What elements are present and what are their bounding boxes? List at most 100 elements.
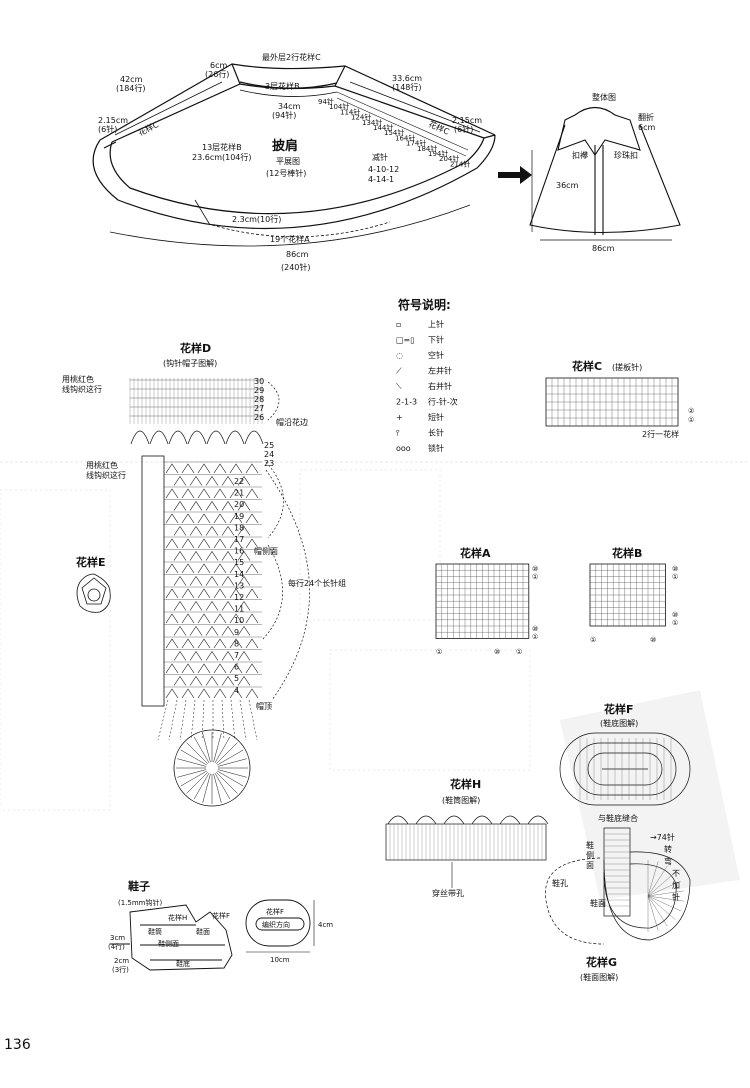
- label-dec-2: 4-14-1: [368, 175, 394, 184]
- hat-row-number: 25: [264, 441, 274, 450]
- pattern-d-per-row: 每行24个长针组: [288, 578, 346, 588]
- h-fan: [443, 815, 465, 825]
- pattern-g-sub: (鞋面图解): [580, 972, 618, 982]
- pattern-b-mark-4: ①: [672, 619, 678, 627]
- hat-v-group: [165, 638, 179, 649]
- legend-label: 左并针: [428, 366, 452, 376]
- shoe-f: 花样F: [212, 911, 230, 920]
- h-fan: [471, 815, 493, 825]
- hat-fan: [168, 430, 188, 445]
- hat-v-group: [189, 475, 203, 486]
- hat-v-group: [229, 688, 243, 699]
- hat-v-group: [221, 475, 235, 486]
- label-outer-c: 最外层2行花样C: [262, 52, 321, 62]
- hat-v-group: [189, 525, 203, 536]
- pattern-b-mark-1: ⑩: [672, 565, 678, 573]
- pattern-b: 花样B ⑩ ① ⑩ ① ① ⑩: [589, 546, 678, 644]
- stitch-count-label: 154针: [384, 128, 404, 137]
- crown-spoke: [213, 733, 222, 763]
- hat-v-group: [181, 613, 195, 624]
- hat-leg: [239, 699, 247, 741]
- hat-v-group: [173, 650, 187, 661]
- hat-v-group: [245, 538, 259, 549]
- pattern-d-sub: (钩针帽子图解): [163, 358, 217, 368]
- pattern-h: 花样H (鞋筒图解) 穿丝带孔: [385, 777, 549, 898]
- label-right-336: 33.6cm: [392, 74, 422, 83]
- hat-v-group: [189, 500, 203, 511]
- hat-row-number: 16: [234, 547, 244, 556]
- pattern-d: 花样D (钩针帽子图解) 用桃红色 线钩织这行 用桃红色 线钩织这行 帽沿花边 …: [62, 341, 346, 807]
- shoe-sole-dir: 编织方向: [262, 920, 290, 929]
- pattern-g-title: 花样G: [586, 955, 617, 969]
- hat-v-group: [229, 513, 243, 524]
- hat-v-group: [173, 625, 187, 636]
- label-layer-b: 3层花样B: [265, 81, 300, 91]
- cape-dimension-lines: [109, 81, 481, 247]
- pattern-c-title: 花样C: [572, 359, 602, 373]
- g-spoke: [647, 865, 668, 897]
- hat-v-group: [189, 550, 203, 561]
- hat-v-group: [173, 600, 187, 611]
- hat-v-group: [197, 538, 211, 549]
- hat-row-number: 6: [234, 663, 239, 672]
- pattern-a-title: 花样A: [460, 546, 491, 560]
- hat-v-group: [245, 513, 259, 524]
- legend-symbol: □=▯: [396, 336, 415, 345]
- hat-v-group: [181, 488, 195, 499]
- hat-row-number: 20: [234, 500, 244, 509]
- pattern-f-seam: 与鞋底缝合: [598, 813, 638, 823]
- pattern-c-row1: ①: [688, 416, 694, 424]
- hat-row-number: 24: [264, 450, 274, 459]
- shoe-c2r: (3行): [112, 965, 129, 974]
- pattern-g-face: 鞋面: [590, 898, 606, 908]
- label-left-184: (184行): [116, 83, 146, 93]
- hat-v-group: [229, 638, 243, 649]
- legend-label: 下针: [428, 335, 444, 345]
- cape-flat-diagram: [92, 63, 496, 230]
- overall-width: 86cm: [592, 244, 615, 253]
- hat-row-number: 17: [234, 535, 244, 544]
- legend-label: 短针: [428, 412, 444, 422]
- g-spoke: [647, 872, 676, 897]
- stitch-count-label: 94针: [318, 97, 334, 106]
- legend-symbol: ⟋: [396, 367, 402, 376]
- shoe-c2: 2cm: [114, 957, 129, 965]
- hat-v-group: [213, 488, 227, 499]
- legend-symbol: ⫯: [395, 429, 399, 438]
- crown-spoke: [180, 770, 207, 787]
- overall-fold-6: 6cm: [638, 123, 655, 132]
- hat-v-group: [205, 650, 219, 661]
- hat-v-group: [229, 463, 243, 474]
- shoe-side: 鞋侧面: [158, 939, 179, 948]
- h-fan: [499, 815, 521, 825]
- hat-v-group: [197, 613, 211, 624]
- hat-v-group: [181, 538, 195, 549]
- legend-label: 锁针: [428, 443, 444, 453]
- legend-symbol: ⟍: [396, 382, 402, 391]
- hat-v-group: [165, 463, 179, 474]
- label-mid-34: 34cm: [278, 102, 301, 111]
- hat-v-group: [245, 563, 259, 574]
- hat-v-group: [229, 588, 243, 599]
- hat-v-group: [189, 575, 203, 586]
- hat-v-group: [205, 550, 219, 561]
- hat-row-number: 5: [234, 674, 239, 683]
- crown-spoke: [186, 742, 208, 764]
- label-b13: 13层花样B: [202, 142, 242, 152]
- hat-v-group: [213, 538, 227, 549]
- hat-fan: [225, 430, 245, 445]
- pattern-d-grid: [129, 378, 264, 741]
- hat-row-number: 4: [234, 686, 239, 695]
- crown-spoke: [180, 749, 207, 766]
- hat-row-number: 26: [254, 413, 264, 422]
- pattern-h-sub: (鞋筒图解): [442, 795, 480, 805]
- hat-v-group: [237, 625, 251, 636]
- hat-v-group: [245, 663, 259, 674]
- pattern-b-bottom-1: ①: [590, 636, 596, 644]
- overall-labels: 整体图 翻折 6cm 扣襻 珍珠扣 36cm 86cm: [556, 92, 655, 253]
- hat-row-number: 18: [234, 523, 244, 532]
- hat-v-group: [165, 688, 179, 699]
- hat-row-number: 14: [234, 570, 244, 579]
- hat-v-group: [221, 500, 235, 511]
